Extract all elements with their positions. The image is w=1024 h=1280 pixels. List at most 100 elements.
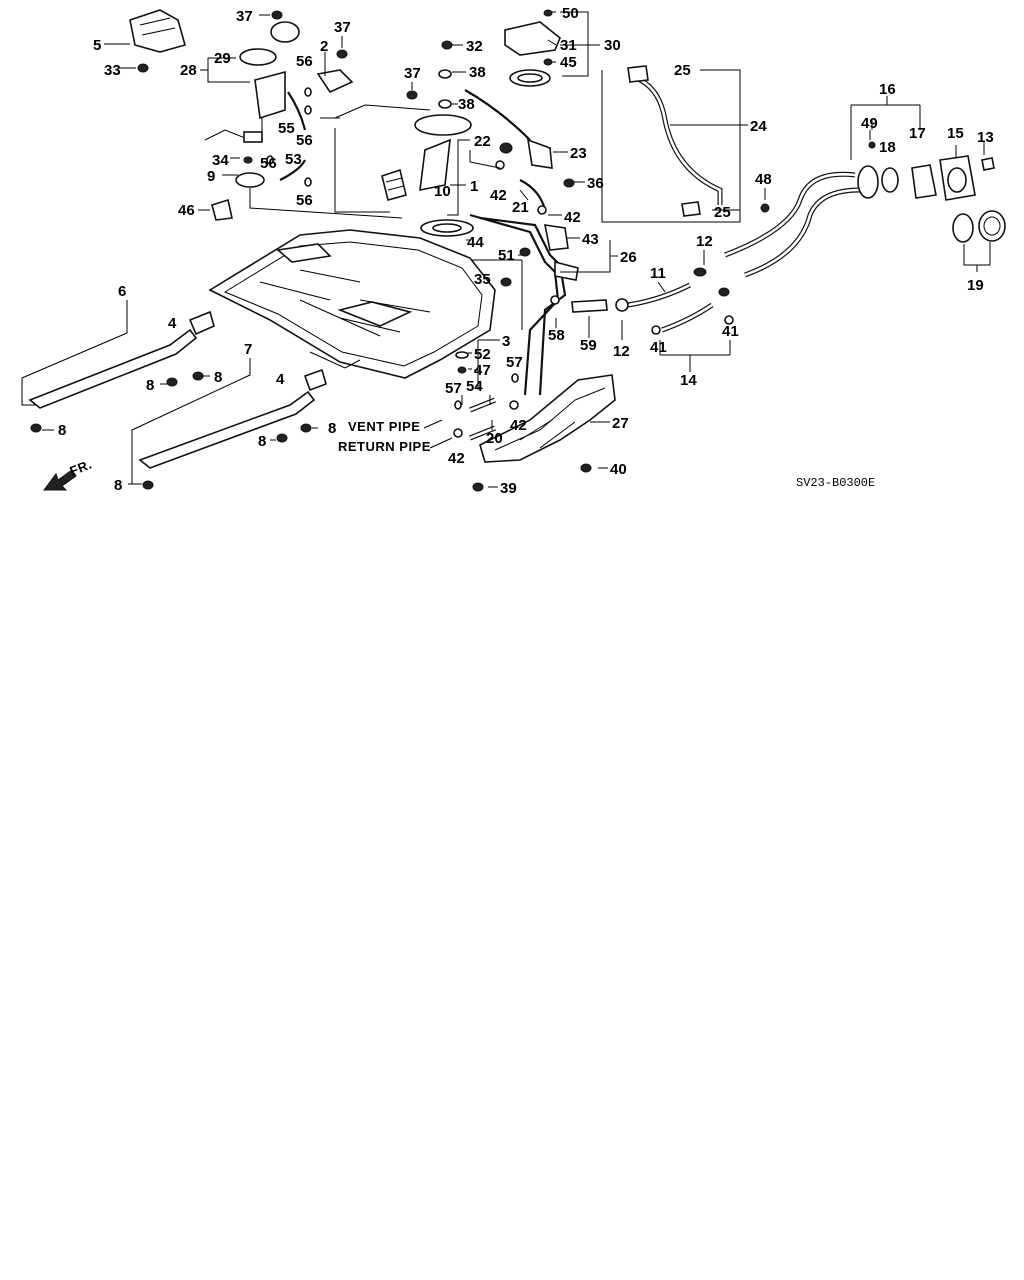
callout-20: 20 bbox=[486, 430, 503, 447]
callout-13: 13 bbox=[977, 129, 994, 146]
vent-pipe-label: VENT PIPE bbox=[348, 419, 420, 434]
callout-35: 35 bbox=[474, 271, 491, 288]
callout-26: 26 bbox=[620, 249, 637, 266]
callout-55: 55 bbox=[278, 120, 295, 137]
callout-16: 16 bbox=[879, 81, 896, 98]
callout-22: 22 bbox=[474, 133, 491, 150]
callout-21: 21 bbox=[512, 199, 529, 216]
callout-38: 38 bbox=[458, 96, 475, 113]
callout-42: 42 bbox=[448, 450, 465, 467]
tank-strap-right-part bbox=[138, 368, 327, 469]
callout-6: 6 bbox=[118, 283, 126, 300]
callout-57: 57 bbox=[506, 354, 523, 371]
callout-25: 25 bbox=[674, 62, 691, 79]
callout-12: 12 bbox=[613, 343, 630, 360]
callout-41: 41 bbox=[722, 323, 739, 340]
tank-strap-left-part bbox=[28, 310, 215, 409]
callout-34: 34 bbox=[212, 152, 229, 169]
callout-25: 25 bbox=[714, 204, 731, 221]
callout-27: 27 bbox=[612, 415, 629, 432]
diagram-code: SV23-B0300E bbox=[796, 476, 875, 490]
callout-3: 3 bbox=[502, 333, 510, 350]
callout-56: 56 bbox=[296, 132, 313, 149]
callout-24: 24 bbox=[750, 118, 767, 135]
callout-56: 56 bbox=[260, 155, 277, 172]
callout-39: 39 bbox=[500, 480, 517, 497]
callout-11: 11 bbox=[650, 265, 666, 282]
callout-37: 37 bbox=[404, 65, 421, 82]
fasteners-part bbox=[30, 9, 876, 492]
callout-38: 38 bbox=[469, 64, 486, 81]
callout-48: 48 bbox=[755, 171, 772, 188]
fuel-pipes-part bbox=[469, 213, 579, 396]
fuel-gauge-sender-part bbox=[129, 9, 354, 221]
callout-59: 59 bbox=[580, 337, 597, 354]
callout-37: 37 bbox=[334, 19, 351, 36]
callout-14: 14 bbox=[680, 372, 697, 389]
leader-lines bbox=[21, 11, 991, 488]
callout-4: 4 bbox=[276, 371, 285, 388]
callout-30: 30 bbox=[604, 37, 621, 54]
callout-9: 9 bbox=[207, 168, 215, 185]
callout-8: 8 bbox=[146, 377, 154, 394]
callout-7: 7 bbox=[244, 341, 252, 358]
callout-36: 36 bbox=[587, 175, 604, 192]
callout-labels: 5 33 37 37 29 28 2 56 55 56 34 56 53 9 5… bbox=[58, 5, 994, 497]
callout-49: 49 bbox=[861, 115, 878, 132]
callout-31: 31 bbox=[560, 37, 577, 54]
callout-1: 1 bbox=[470, 178, 478, 195]
callout-8: 8 bbox=[58, 422, 66, 439]
callout-53: 53 bbox=[285, 151, 302, 168]
callout-46: 46 bbox=[178, 202, 195, 219]
callout-42: 42 bbox=[510, 417, 527, 434]
pump-cover-part bbox=[504, 21, 561, 87]
callout-28: 28 bbox=[180, 62, 197, 79]
filler-hoses-part bbox=[571, 267, 730, 333]
callout-40: 40 bbox=[610, 461, 627, 478]
fuel-filler-neck-part bbox=[724, 155, 1006, 278]
callout-56: 56 bbox=[296, 53, 313, 70]
vent-hose-assembly-part bbox=[627, 65, 723, 217]
callout-8: 8 bbox=[258, 433, 266, 450]
callout-19: 19 bbox=[967, 277, 984, 294]
callout-54: 54 bbox=[466, 378, 483, 395]
callout-12: 12 bbox=[696, 233, 713, 250]
callout-18: 18 bbox=[879, 139, 896, 156]
callout-8: 8 bbox=[114, 477, 122, 494]
callout-23: 23 bbox=[570, 145, 587, 162]
callout-32: 32 bbox=[466, 38, 483, 55]
callout-42: 42 bbox=[490, 187, 507, 204]
callout-44: 44 bbox=[467, 234, 484, 251]
tank-guard-part bbox=[479, 374, 616, 463]
callout-37: 37 bbox=[236, 8, 253, 25]
callout-41: 41 bbox=[650, 339, 667, 356]
fuel-tank-part bbox=[208, 229, 496, 379]
callout-2: 2 bbox=[320, 38, 328, 55]
callout-10: 10 bbox=[434, 183, 451, 200]
fuel-pump-assembly-part bbox=[381, 89, 553, 237]
callout-52: 52 bbox=[474, 346, 491, 363]
callout-56: 56 bbox=[296, 192, 313, 209]
front-direction-label: FR. bbox=[68, 456, 94, 478]
callout-43: 43 bbox=[582, 231, 599, 248]
return-pipe-label: RETURN PIPE bbox=[338, 439, 431, 454]
callout-8: 8 bbox=[328, 420, 336, 437]
callout-29: 29 bbox=[214, 50, 231, 67]
front-direction-arrow-icon bbox=[43, 469, 77, 491]
callout-50: 50 bbox=[562, 5, 579, 22]
callout-51: 51 bbox=[498, 247, 515, 264]
callout-4: 4 bbox=[168, 315, 177, 332]
vent-return-hoses-part bbox=[469, 397, 496, 441]
callout-8: 8 bbox=[214, 369, 222, 386]
callout-5: 5 bbox=[93, 37, 101, 54]
callout-47: 47 bbox=[474, 362, 491, 379]
callout-45: 45 bbox=[560, 54, 577, 71]
callout-15: 15 bbox=[947, 125, 964, 142]
callout-58: 58 bbox=[548, 327, 565, 344]
callout-33: 33 bbox=[104, 62, 121, 79]
callout-42: 42 bbox=[564, 209, 581, 226]
callout-57: 57 bbox=[445, 380, 462, 397]
callout-17: 17 bbox=[909, 125, 926, 142]
parts-artwork bbox=[28, 9, 1006, 492]
